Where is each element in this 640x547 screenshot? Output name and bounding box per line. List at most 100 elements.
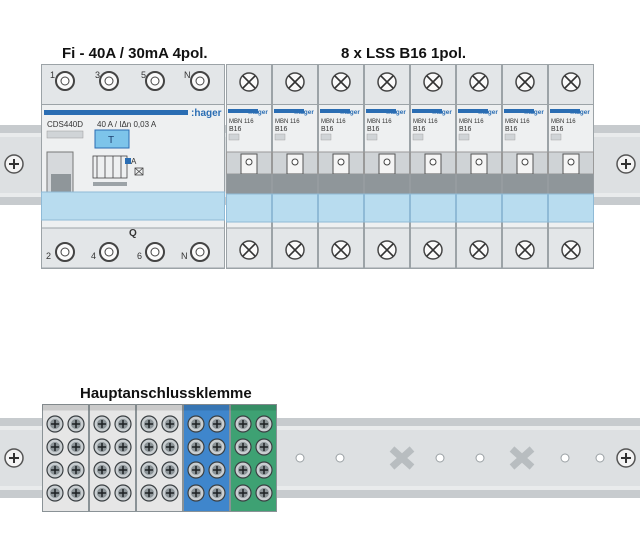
screw-icon — [140, 461, 158, 479]
terminal-module — [183, 404, 230, 512]
screw-icon — [114, 461, 132, 479]
mcb-rating: B16 — [413, 126, 426, 133]
terminal-label-3: 3 — [95, 70, 100, 80]
screw-icon — [93, 438, 111, 456]
screw-icon — [161, 461, 179, 479]
screw-icon — [515, 72, 535, 92]
mcb-brand: :hager — [248, 109, 268, 116]
screw-icon — [239, 72, 259, 92]
screw-icon — [140, 438, 158, 456]
screw-icon — [285, 240, 305, 260]
screw-icon — [255, 484, 273, 502]
rcd-label: Fi - 40A / 30mA 4pol. — [62, 45, 208, 62]
screw-icon — [515, 240, 535, 260]
terminal-label-4: 4 — [91, 251, 96, 261]
mcb-toggle[interactable] — [332, 153, 350, 175]
screw-icon — [161, 438, 179, 456]
rcd-device: 1 3 5 N :hager CDS440D 40 A / IΔn 0,03 A… — [41, 64, 225, 269]
circuit-symbol — [92, 155, 144, 179]
screw-icon — [187, 484, 205, 502]
mcb-brand: :hager — [386, 109, 406, 116]
mcb-rating: B16 — [229, 126, 242, 133]
screw-icon — [234, 415, 252, 433]
screw-icon — [187, 415, 205, 433]
rcd-model: CDS440D — [47, 120, 83, 129]
rcd-indicator: A — [131, 157, 137, 166]
screw-icon — [234, 484, 252, 502]
test-button-label: T — [108, 135, 114, 146]
screw-icon — [67, 438, 85, 456]
screw-icon — [93, 415, 111, 433]
screw-icon — [208, 461, 226, 479]
screw-icon — [234, 461, 252, 479]
screw-icon — [187, 438, 205, 456]
terminal-label-6: 6 — [137, 251, 142, 261]
test-button[interactable] — [94, 129, 130, 149]
mcb-toggle[interactable] — [424, 153, 442, 175]
mcb-model: MBN 116 — [505, 119, 530, 125]
screw-icon — [234, 438, 252, 456]
terminal-module — [89, 404, 136, 512]
screw-icon — [140, 484, 158, 502]
mcb-brand: :hager — [294, 109, 314, 116]
rail-screw-left — [4, 448, 24, 468]
screw-icon — [469, 72, 489, 92]
mcb-rating: B16 — [505, 126, 518, 133]
mcb-model: MBN 116 — [413, 119, 438, 125]
terminal-module — [230, 404, 277, 512]
mcb-brand: :hager — [432, 109, 452, 116]
screw-icon — [161, 415, 179, 433]
mcb-toggle[interactable] — [516, 153, 534, 175]
screw-icon — [114, 415, 132, 433]
mcb-model: MBN 116 — [229, 119, 254, 125]
screw-icon — [93, 484, 111, 502]
terminal-label-n-bottom: N — [181, 251, 188, 261]
terminal-block — [42, 404, 277, 512]
rcd-toggle-handle[interactable] — [46, 151, 74, 198]
screw-icon — [114, 484, 132, 502]
mcb-brand: :hager — [478, 109, 498, 116]
screw-icon — [469, 240, 489, 260]
screw-icon — [208, 438, 226, 456]
screw-icon — [331, 72, 351, 92]
terminal-label-5: 5 — [141, 70, 146, 80]
screw-icon — [331, 240, 351, 260]
screw-icon — [46, 415, 64, 433]
screw-icon — [255, 438, 273, 456]
terminal-label-n-top: N — [184, 70, 191, 80]
mcb-rating: B16 — [367, 126, 380, 133]
rcd-top-terminals — [55, 71, 210, 91]
screw-icon — [67, 461, 85, 479]
rcd-brand: :hager — [191, 108, 222, 119]
screw-icon — [208, 484, 226, 502]
rail-holes — [295, 446, 605, 470]
screw-icon — [239, 240, 259, 260]
mcb-rating: B16 — [275, 126, 288, 133]
screw-icon — [67, 484, 85, 502]
brand-stripe — [44, 110, 188, 115]
screw-icon — [377, 240, 397, 260]
mcb-toggle[interactable] — [240, 153, 258, 175]
screw-icon — [561, 240, 581, 260]
terminal-module — [42, 404, 89, 512]
rail-screw-right — [616, 154, 636, 174]
screw-icon — [561, 72, 581, 92]
rail-screw-right — [616, 448, 636, 468]
mcb-toggle[interactable] — [286, 153, 304, 175]
mcb-model: MBN 116 — [459, 119, 484, 125]
screw-icon — [46, 438, 64, 456]
screw-icon — [67, 415, 85, 433]
mcb-brand: :hager — [340, 109, 360, 116]
screw-icon — [46, 484, 64, 502]
mcb-toggle[interactable] — [378, 153, 396, 175]
mcb-toggle[interactable] — [470, 153, 488, 175]
screw-icon — [187, 461, 205, 479]
terminal-label: Hauptanschlussklemme — [80, 385, 252, 402]
mcb-toggle[interactable] — [562, 153, 580, 175]
screw-icon — [423, 72, 443, 92]
rcd-window — [41, 191, 225, 221]
screw-icon — [208, 415, 226, 433]
